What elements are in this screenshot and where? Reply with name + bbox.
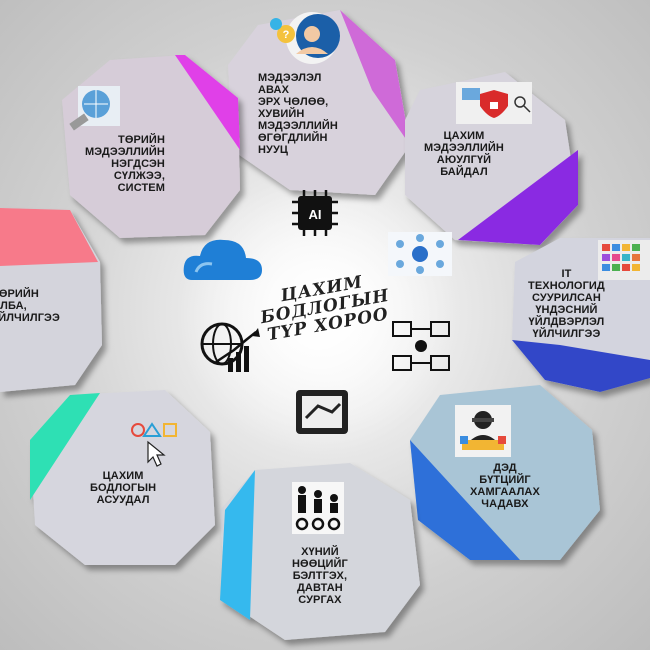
ai-chip-label: AI	[309, 207, 322, 222]
segment-human-resources	[220, 463, 420, 640]
cloud-icon	[183, 239, 262, 280]
segment-public-service	[0, 208, 102, 392]
segment-label-infrastructure: ДЭД БҮТЦИЙГ ХАМГААЛАХ ЧАДАВХ	[470, 462, 540, 510]
hacker-laptop-icon	[455, 405, 511, 457]
segment-cyber-security	[405, 72, 578, 245]
network-globe-icon	[69, 86, 120, 131]
ai-chip-icon: AI	[292, 190, 338, 236]
segment-policy-issues	[30, 390, 215, 565]
segment-label-it-industry: IT ТЕХНОЛОГИД СУУРИЛСАН ҮНДЭСНИЙ ҮЙЛДВЭР…	[528, 268, 605, 340]
segment-privacy	[228, 10, 410, 195]
security-shield-icon	[456, 82, 532, 124]
shapes-cursor-icon	[131, 422, 177, 467]
segment-label-public-service: ТӨРИЙН АЛБА, ҮЙЛЧИЛГЭЭ	[0, 288, 60, 324]
org-network-icon	[392, 321, 450, 371]
team-growth-icon	[292, 482, 344, 534]
svg-text:?: ?	[283, 29, 290, 41]
tablet-handshake-icon	[296, 390, 348, 434]
segment-label-cyber-security: ЦАХИМ МЭДЭЭЛЛИЙН АЮУЛГҮЙ БАЙДАЛ	[424, 130, 504, 178]
segment-label-human-resources: ХҮНИЙ НӨӨЦИЙГ БЭЛТГЭХ, ДАВТАН СУРГАХ	[292, 546, 348, 606]
globe-chart-icon	[200, 322, 260, 372]
segment-label-policy-issues: ЦАХИМ БОДЛОГЫН АСУУДАЛ	[90, 470, 157, 506]
segment-label-state-network: ТӨРИЙН МЭДЭЭЛЛИЙН НЭГДСЭН СҮЛЖЭЭ, СИСТЕМ	[85, 134, 165, 194]
it-apps-grid-icon	[598, 240, 650, 280]
network-diagram-icon	[388, 232, 452, 276]
segment-label-privacy: МЭДЭЭЛЭЛ АВАХ ЭРХ ЧӨЛӨӨ, ХУВИЙН МЭДЭЭЛЛИ…	[258, 72, 338, 156]
user-question-icon: ?	[270, 12, 340, 64]
